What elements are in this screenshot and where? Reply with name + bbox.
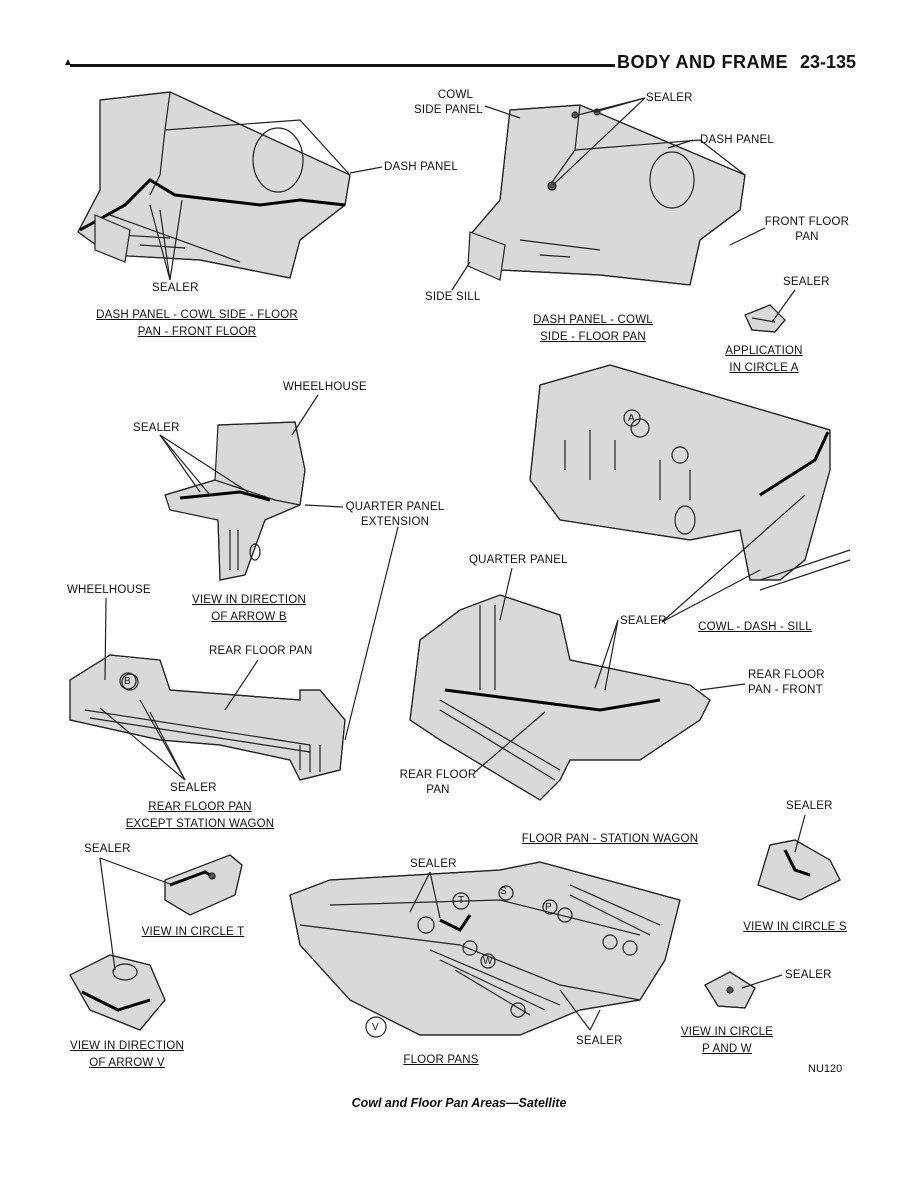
caption-dash-cowl-floor-line2: SIDE - FLOOR PAN	[540, 331, 646, 343]
figure-code: NU120	[808, 1063, 843, 1075]
label-cowl-side-panel-line2: SIDE PANEL	[414, 104, 483, 116]
label-rear-floor-pan-front-line2: PAN - FRONT	[748, 684, 823, 696]
label-sealer-arrow-b: SEALER	[133, 422, 180, 434]
label-rear-floor-pan-left: REAR FLOOR PAN	[209, 645, 313, 657]
caption-floor-pan-station-wagon: FLOOR PAN - STATION WAGON	[510, 831, 710, 848]
label-quarter-panel-extension-line1: QUARTER PANEL	[345, 501, 445, 513]
illustration-view-arrow-b	[164, 421, 306, 581]
label-rear-floor-pan-center-line2: PAN	[426, 784, 450, 796]
callout-circles	[119, 409, 641, 1038]
callout-s: S	[500, 886, 507, 897]
label-sealer-top-left: SEALER	[152, 282, 199, 294]
caption-dash-cowl-floor-front-line2: PAN - FRONT FLOOR	[137, 326, 257, 338]
page-number: 23-135	[800, 52, 857, 72]
label-quarter-panel-extension: QUARTER PANEL EXTENSION	[345, 500, 445, 530]
header-rule	[70, 64, 615, 67]
caption-view-circle-pw: VIEW IN CIRCLE P AND W	[672, 1024, 782, 1058]
callout-v: V	[372, 1022, 379, 1033]
label-sealer-floor-pans-top: SEALER	[410, 858, 457, 870]
label-sealer-circle-s: SEALER	[786, 800, 833, 812]
caption-application-circle-a-line2: IN CIRCLE A	[729, 362, 799, 374]
illustration-floor-pans	[289, 861, 681, 1036]
callout-p: P	[545, 902, 552, 913]
illustration-dash-cowl-floor	[467, 104, 746, 286]
label-dash-panel-right: DASH PANEL	[700, 134, 775, 146]
label-sealer-circle-t: SEALER	[84, 843, 131, 855]
label-rear-floor-pan-center-line1: REAR FLOOR	[399, 769, 477, 781]
caption-view-arrow-b-line1: VIEW IN DIRECTION	[192, 594, 306, 606]
caption-application-circle-a: APPLICATION IN CIRCLE A	[716, 343, 812, 377]
illustration-cowl-dash-sill	[529, 364, 851, 591]
caption-view-arrow-b: VIEW IN DIRECTION OF ARROW B	[182, 592, 316, 626]
caption-view-arrow-v-line2: OF ARROW V	[89, 1057, 165, 1069]
caption-cowl-dash-sill: COWL - DASH - SILL	[694, 619, 816, 636]
label-dash-panel-left: DASH PANEL	[384, 161, 459, 173]
label-sealer-middle-right: SEALER	[620, 615, 667, 627]
caption-view-arrow-b-line2: OF ARROW B	[211, 611, 287, 623]
callout-w: W	[483, 956, 493, 967]
header-marker: ▲	[63, 57, 73, 68]
illustration-dash-cowl-floor-front	[77, 91, 351, 279]
callout-b: B	[124, 676, 131, 687]
callout-t: T	[458, 895, 465, 906]
label-wheelhouse-left: WHEELHOUSE	[67, 584, 151, 596]
label-sealer-circle-a: SEALER	[783, 276, 830, 288]
label-front-floor-pan: FRONT FLOOR PAN	[764, 215, 850, 245]
caption-application-circle-a-line1: APPLICATION	[725, 345, 803, 357]
illustration-rear-floor-pan	[69, 654, 346, 781]
label-wheelhouse-top: WHEELHOUSE	[283, 381, 367, 393]
label-cowl-side-panel: COWL SIDE PANEL	[414, 88, 483, 118]
caption-dash-cowl-floor: DASH PANEL - COWL SIDE - FLOOR PAN	[520, 312, 666, 346]
illustration-view-arrow-v	[69, 954, 166, 1031]
label-front-floor-pan-line2: PAN	[795, 231, 819, 243]
caption-floor-pans: FLOOR PANS	[392, 1052, 490, 1069]
label-quarter-panel-extension-line2: EXTENSION	[360, 516, 430, 528]
section-title: BODY AND FRAME	[617, 52, 789, 72]
caption-floor-pan-station-wagon-line1: FLOOR PAN - STATION WAGON	[521, 833, 699, 845]
caption-view-circle-s-line1: VIEW IN CIRCLE S	[743, 921, 847, 933]
caption-rear-floor-pan-except-wagon-line2: EXCEPT STATION WAGON	[125, 818, 275, 830]
figure-caption: Cowl and Floor Pan Areas—Satellite	[351, 1096, 567, 1110]
label-rear-floor-pan-front-line1: REAR FLOOR	[748, 669, 825, 681]
caption-view-circle-t-line1: VIEW IN CIRCLE T	[141, 926, 245, 938]
callout-a-circle	[623, 409, 641, 427]
leader-lines	[99, 97, 806, 1031]
caption-rear-floor-pan-except-wagon: REAR FLOOR PAN EXCEPT STATION WAGON	[112, 799, 288, 833]
caption-view-circle-pw-line2: P AND W	[702, 1043, 752, 1055]
label-sealer-top-right: SEALER	[646, 92, 693, 104]
caption-dash-cowl-floor-front: DASH PANEL - COWL SIDE - FLOOR PAN - FRO…	[88, 307, 306, 341]
callout-v-circle	[365, 1016, 387, 1038]
caption-cowl-dash-sill-line1: COWL - DASH - SILL	[698, 621, 812, 633]
caption-view-arrow-v: VIEW IN DIRECTION OF ARROW V	[56, 1038, 198, 1072]
label-cowl-side-panel-line1: COWL	[437, 89, 474, 101]
label-sealer-floor-pans-bottom: SEALER	[576, 1035, 623, 1047]
caption-floor-pans-line1: FLOOR PANS	[403, 1054, 479, 1066]
caption-view-circle-pw-line1: VIEW IN CIRCLE	[680, 1026, 774, 1038]
caption-rear-floor-pan-except-wagon-line1: REAR FLOOR PAN	[148, 801, 252, 813]
illustration-view-circle-pw	[704, 971, 756, 1009]
label-sealer-circle-pw: SEALER	[785, 969, 832, 981]
caption-view-arrow-v-line1: VIEW IN DIRECTION	[70, 1040, 184, 1052]
caption-view-circle-s: VIEW IN CIRCLE S	[732, 919, 858, 936]
illustration-floor-pan-station-wagon	[409, 594, 711, 801]
label-front-floor-pan-line1: FRONT FLOOR	[764, 216, 850, 228]
callout-b-circle	[119, 672, 137, 690]
illustration-view-circle-s	[757, 839, 841, 901]
caption-dash-cowl-floor-front-line1: DASH PANEL - COWL SIDE - FLOOR	[96, 309, 298, 321]
label-side-sill: SIDE SILL	[425, 291, 481, 303]
illustration-view-circle-t	[164, 854, 243, 916]
label-quarter-panel: QUARTER PANEL	[469, 554, 568, 566]
caption-view-circle-t: VIEW IN CIRCLE T	[132, 924, 254, 941]
caption-dash-cowl-floor-line1: DASH PANEL - COWL	[533, 314, 653, 326]
label-sealer-rear-floor: SEALER	[170, 782, 217, 794]
label-rear-floor-pan-front: REAR FLOOR PAN - FRONT	[748, 668, 825, 698]
callout-a: A	[628, 413, 635, 424]
illustration-application-circle-a	[744, 304, 786, 333]
label-rear-floor-pan-center: REAR FLOOR PAN	[398, 768, 478, 798]
